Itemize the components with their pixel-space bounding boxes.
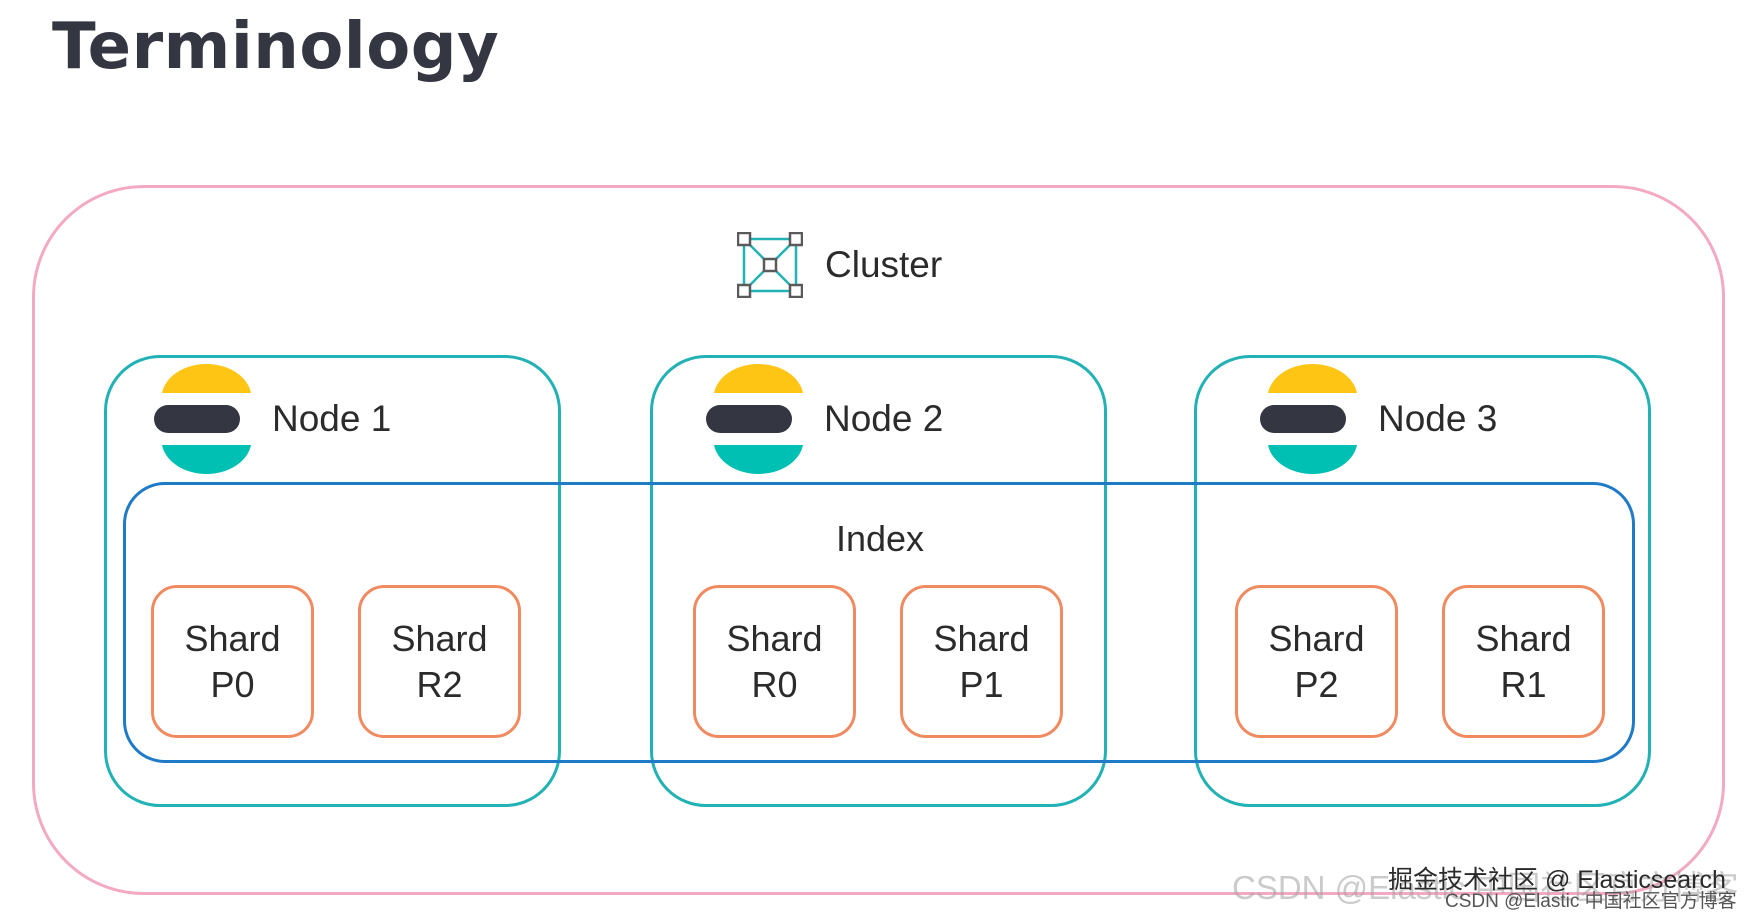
shard-p1: Shard P1	[900, 585, 1063, 738]
shard-label: Shard	[1268, 617, 1365, 659]
shard-r0: Shard R0	[693, 585, 856, 738]
shard-r1: Shard R1	[1442, 585, 1605, 738]
page-title: Terminology	[52, 10, 500, 84]
node-container-2	[650, 355, 1107, 807]
node-label: Node 3	[1378, 398, 1498, 439]
shard-r2: Shard R2	[358, 585, 521, 738]
shard-p2: Shard P2	[1235, 585, 1398, 738]
node-label: Node 1	[272, 398, 392, 439]
node-header-3: Node 3	[1260, 363, 1497, 475]
shard-label: Shard	[1475, 617, 1572, 659]
node-label: Node 2	[824, 398, 944, 439]
shard-p0: Shard P0	[151, 585, 314, 738]
cluster-header: Cluster	[737, 232, 942, 298]
node-container-1	[104, 355, 561, 807]
shard-id: P0	[210, 663, 255, 705]
watermark-juejin: 掘金技术社区 @ Elasticsearch	[1388, 866, 1726, 894]
node-header-1: Node 1	[154, 363, 391, 475]
elastic-logo-icon	[154, 364, 251, 474]
shard-id: P2	[1294, 663, 1339, 705]
watermark-csdn: CSDN @Elastic 中国社区官方博客	[1232, 869, 1739, 906]
cluster-container	[32, 185, 1725, 895]
index-label: Index	[835, 518, 925, 559]
cluster-label: Cluster	[825, 244, 943, 285]
shard-id: P1	[959, 663, 1004, 705]
shard-label: Shard	[933, 617, 1030, 659]
shard-label: Shard	[184, 617, 281, 659]
cluster-network-icon	[737, 232, 803, 298]
watermark-csdn-small: CSDN @Elastic 中国社区官方博客	[1445, 891, 1737, 912]
index-container	[123, 482, 1635, 763]
node-container-3	[1194, 355, 1651, 807]
node-header-2: Node 2	[706, 363, 943, 475]
shard-id: R0	[751, 663, 798, 705]
elastic-logo-icon	[1260, 364, 1357, 474]
shard-id: R1	[1500, 663, 1547, 705]
elastic-logo-icon	[706, 364, 803, 474]
shard-label: Shard	[726, 617, 823, 659]
shard-label: Shard	[391, 617, 488, 659]
shard-id: R2	[416, 663, 463, 705]
